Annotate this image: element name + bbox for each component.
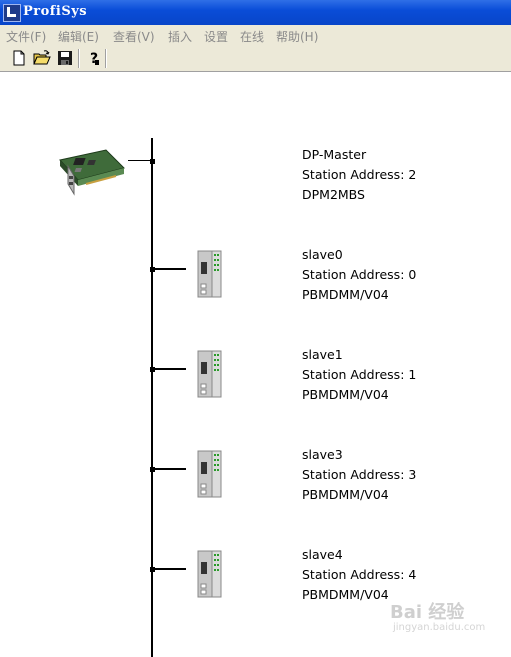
app-icon[interactable] [3,4,21,22]
slave-info[interactable]: slave0 Station Address: 0 PBMDMM/V04 [302,245,416,305]
slave-module-icon[interactable] [197,550,223,598]
menu-bar: 文件(F) 编辑(E) 查看(V) 插入 设置 在线 帮助(H) [0,25,511,47]
svg-text:?: ? [90,51,98,67]
open-folder-icon[interactable] [32,48,52,68]
menu-edit[interactable]: 编辑(E) [58,30,99,44]
master-info[interactable]: DP-Master Station Address: 2 DPM2MBS [302,145,416,205]
bus-node [150,159,155,164]
device-model: PBMDMM/V04 [302,387,389,402]
slave-info[interactable]: slave4 Station Address: 4 PBMDMM/V04 [302,545,416,605]
new-document-icon[interactable] [9,48,29,68]
toolbar-separator [78,49,79,68]
watermark: Bai 经验 [390,602,465,623]
window-title: ProfiSys [23,4,88,19]
station-address: Station Address: 2 [302,167,417,182]
watermark-url: jingyan.baidu.com [393,622,486,633]
menu-insert[interactable]: 插入 [168,30,193,44]
station-address: Station Address: 0 [302,267,417,282]
slave-stub [152,468,186,470]
device-name: slave4 [302,547,343,562]
device-name: slave1 [302,347,343,362]
help-icon[interactable]: ? [84,48,104,68]
device-model: PBMDMM/V04 [302,587,389,602]
slave-info[interactable]: slave1 Station Address: 1 PBMDMM/V04 [302,345,416,405]
slave-stub [152,368,186,370]
device-model: PBMDMM/V04 [302,287,389,302]
save-icon[interactable] [55,48,75,68]
station-address: Station Address: 3 [302,467,417,482]
toolbar-separator [105,49,106,68]
slave-stub [152,568,186,570]
network-canvas[interactable]: DP-Master Station Address: 2 DPM2MBS sla… [0,72,511,657]
device-model: PBMDMM/V04 [302,487,389,502]
device-model: DPM2MBS [302,187,365,202]
menu-help[interactable]: 帮助(H) [276,30,319,44]
title-bar: ProfiSys [0,0,511,25]
slave-module-icon[interactable] [197,250,223,298]
menu-view[interactable]: 查看(V) [113,30,155,44]
slave-module-icon[interactable] [197,350,223,398]
menu-file[interactable]: 文件(F) [6,30,47,44]
slave-stub [152,268,186,270]
device-name: slave0 [302,247,343,262]
menu-online[interactable]: 在线 [240,30,265,44]
pci-card-icon[interactable] [56,146,128,198]
device-name: DP-Master [302,147,367,162]
station-address: Station Address: 1 [302,367,417,382]
slave-info[interactable]: slave3 Station Address: 3 PBMDMM/V04 [302,445,416,505]
station-address: Station Address: 4 [302,567,417,582]
menu-settings[interactable]: 设置 [204,30,229,44]
slave-module-icon[interactable] [197,450,223,498]
master-stub [128,160,152,161]
toolbar: ? [0,46,511,72]
profibus-line [151,138,153,657]
device-name: slave3 [302,447,343,462]
